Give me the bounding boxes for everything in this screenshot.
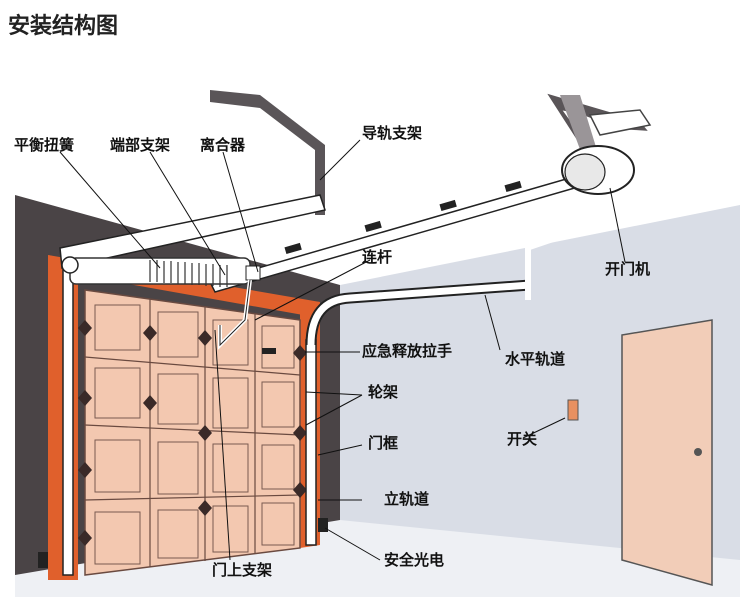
interior-door: [621, 319, 713, 586]
label-roller-bracket: 轮架: [368, 383, 399, 401]
ceiling-bracket-plate: [588, 109, 652, 136]
door-panel: [84, 289, 301, 576]
rail-markers: [284, 180, 522, 255]
label-opener: 开门机: [605, 260, 651, 278]
label-safety-sensor: 安全光电: [384, 551, 445, 569]
label-connecting-rod: 连杆: [362, 248, 393, 266]
vertical-track-right: [305, 339, 317, 546]
wall-switch: [567, 399, 579, 421]
label-torsion-spring: 平衡扭簧: [14, 136, 75, 154]
label-door-frame: 门框: [368, 434, 399, 452]
top-bar: [59, 194, 326, 269]
label-vertical-track: 立轨道: [384, 490, 430, 508]
safety-sensor-left: [38, 552, 48, 568]
horizontal-track-inner: [307, 281, 531, 346]
spring-coils: [149, 260, 228, 287]
clutch: [245, 265, 261, 281]
emergency-handle: [262, 348, 276, 354]
interior-door-knob: [694, 448, 702, 456]
label-rail-bracket: 导轨支架: [362, 124, 423, 142]
ceiling-bracket-left: [210, 90, 325, 215]
door-hinges: [78, 320, 307, 546]
door-panel-insets: [94, 304, 295, 565]
vertical-track-left: [62, 264, 74, 576]
leader-lines: [59, 139, 626, 561]
spring-drum: [61, 256, 79, 274]
page-title: 安装结构图: [8, 14, 119, 39]
label-end-bracket: 端部支架: [110, 136, 171, 154]
label-clutch: 离合器: [200, 136, 246, 154]
safety-sensor-right: [318, 518, 328, 532]
label-horizontal-track: 水平轨道: [505, 350, 566, 368]
label-switch: 开关: [507, 430, 538, 448]
label-emergency-release: 应急释放拉手: [362, 342, 453, 360]
label-top-bracket: 门上支架: [212, 561, 273, 579]
